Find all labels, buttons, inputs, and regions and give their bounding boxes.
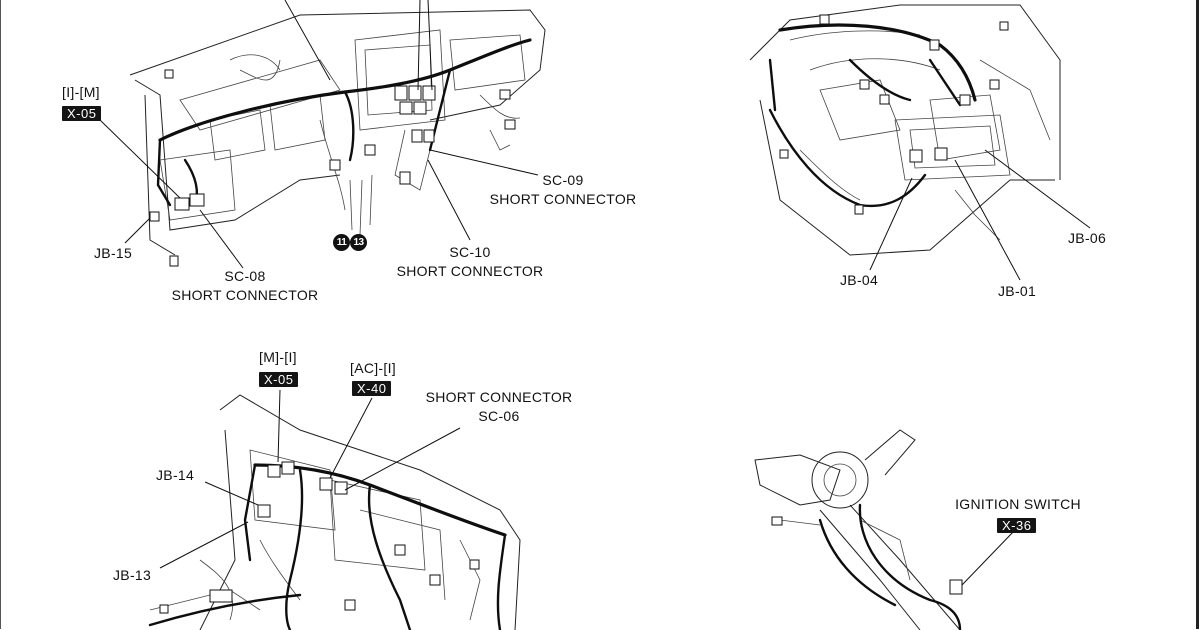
circuit-badge-13: 13	[350, 234, 367, 251]
label-sc-08-name: SHORT CONNECTOR	[171, 287, 319, 303]
connector-code-x36: X-36	[997, 518, 1037, 533]
cabin-harness-view	[148, 389, 521, 630]
steering-column-view	[754, 429, 1016, 630]
engine-harness-view	[749, 4, 1091, 281]
tag-label-ac-i: [AC]-[I]	[350, 360, 396, 376]
label-sc-10-name: SHORT CONNECTOR	[396, 263, 544, 279]
tag-label-m-i: [M]-[I]	[259, 349, 297, 365]
label-sc-09-code: SC-09	[542, 172, 584, 188]
label-ignition-switch: IGNITION SWITCH	[955, 496, 1081, 512]
label-jb-01: JB-01	[998, 283, 1037, 299]
dashboard-harness-view	[99, 0, 546, 269]
label-jb-06: JB-06	[1068, 230, 1107, 246]
connector-code-x05-bottom: X-05	[259, 372, 299, 387]
label-sc-10-code: SC-10	[449, 244, 491, 260]
label-jb-04: JB-04	[840, 272, 879, 288]
label-sc-08-code: SC-08	[224, 268, 266, 284]
circuit-badge-11: 11	[333, 234, 350, 251]
label-sc-09-name: SHORT CONNECTOR	[489, 191, 637, 207]
label-sc-06-code: SC-06	[478, 408, 520, 424]
label-jb-15: JB-15	[94, 245, 133, 261]
label-jb-14: JB-14	[156, 467, 195, 483]
connector-code-x40: X-40	[352, 381, 392, 396]
tag-label-i-m: [I]-[M]	[62, 84, 100, 100]
label-sc-06-name: SHORT CONNECTOR	[425, 389, 573, 405]
connector-code-x05-top: X-05	[62, 106, 102, 121]
label-jb-13: JB-13	[113, 567, 152, 583]
